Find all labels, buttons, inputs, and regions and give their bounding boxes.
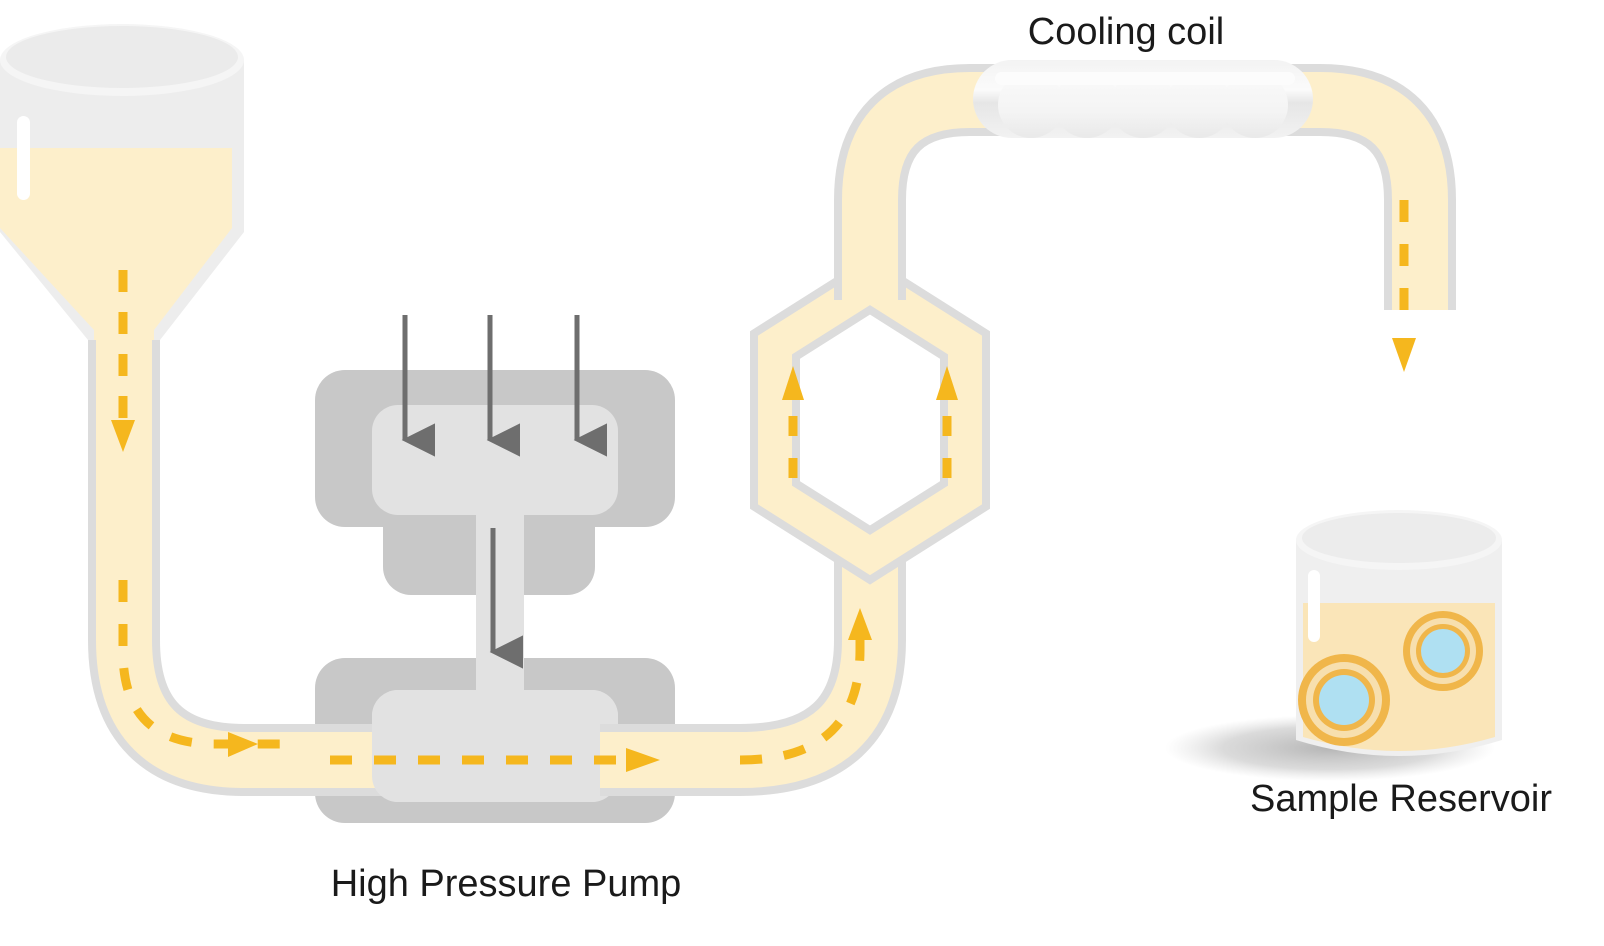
- hexagon-fluid: [758, 264, 982, 576]
- inlet-bend-arrowhead: [228, 732, 258, 757]
- funnel-highlight-stripe: [17, 116, 30, 200]
- funnel-rim-inner: [6, 26, 238, 88]
- coil-outlet-pipe: [1280, 64, 1456, 310]
- hexagon-core: [802, 320, 938, 520]
- coil-segment-4: [1166, 72, 1232, 138]
- inlet-pipe: [88, 340, 420, 796]
- sample-reservoir: [1296, 510, 1502, 756]
- flow-indicators: [111, 200, 1416, 772]
- coil-segment-2: [1054, 72, 1120, 138]
- pump-top-chamber: [372, 405, 618, 515]
- inlet-pipe-fluid: [96, 340, 420, 788]
- high-pressure-pump-label: High Pressure Pump: [331, 863, 682, 905]
- vesicle-2: [1403, 611, 1483, 691]
- hexagon-right-arrowhead: [936, 366, 958, 400]
- sample-reservoir-label: Sample Reservoir: [1250, 778, 1552, 820]
- feed-funnel: [0, 24, 244, 370]
- pump-outlet-arrowhead: [626, 748, 660, 772]
- vesicle-1-aqueous-core: [1319, 675, 1369, 725]
- pump-piston-shaft: [476, 480, 524, 720]
- beaker-highlight-stripe: [1308, 570, 1320, 642]
- vesicle-1: [1298, 654, 1390, 746]
- flow-dash-riser: [739, 620, 865, 765]
- hexagon-left-arrowhead: [782, 366, 804, 400]
- coil-inlet-pipe: [834, 64, 1000, 300]
- cooling-coil: [973, 60, 1313, 138]
- funnel-fluid: [0, 148, 232, 360]
- coil-segment-5: [1222, 72, 1288, 138]
- funnel-down-arrowhead: [111, 420, 135, 452]
- beaker-rim-inner: [1302, 513, 1496, 563]
- coil-inlet-fluid: [842, 72, 1000, 300]
- vesicle-2-aqueous-core: [1421, 629, 1465, 673]
- pump-bottom-chamber-face: [372, 690, 618, 802]
- riser-arrowhead: [848, 608, 872, 640]
- interaction-chamber: [750, 255, 990, 585]
- coil-highlight: [995, 72, 1295, 85]
- coil-outlet-fluid: [1280, 72, 1448, 310]
- cooling-coil-label: Cooling coil: [1028, 11, 1224, 53]
- coil-segment-3: [1110, 72, 1176, 138]
- flow-dash-inlet-bend: [118, 580, 300, 749]
- coil-segment-1: [998, 72, 1064, 138]
- outlet-down-arrowhead: [1392, 338, 1416, 372]
